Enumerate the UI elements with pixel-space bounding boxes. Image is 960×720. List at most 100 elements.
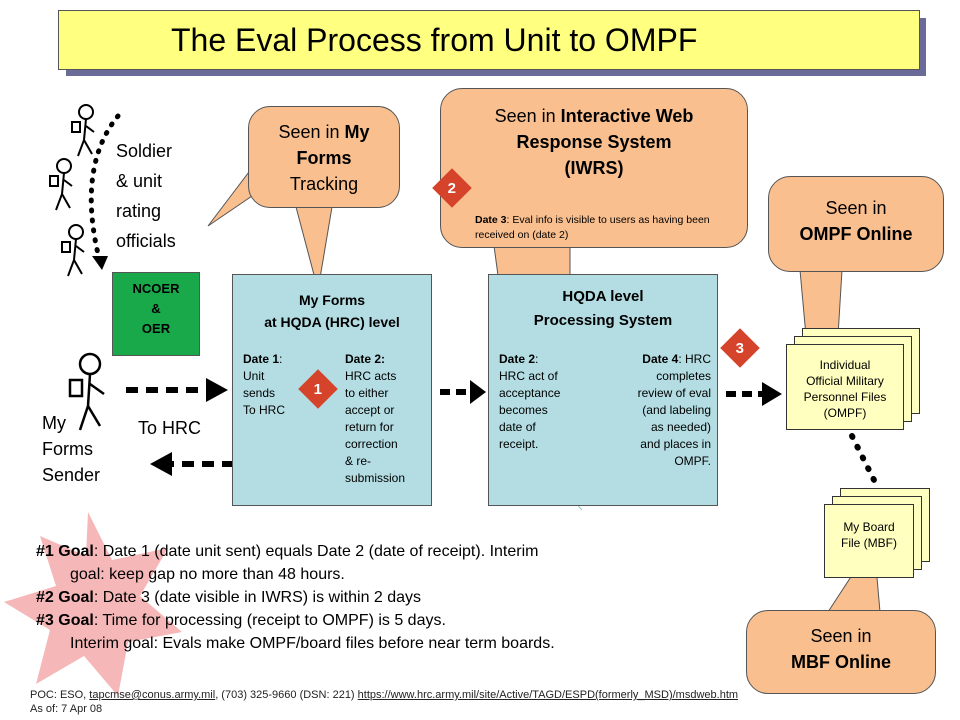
hqda-date4-line: as needed) (650, 420, 711, 434)
hqda-date2-line: becomes (499, 403, 548, 417)
ompf-to-mbf-connector (849, 433, 881, 491)
soldier-arrowhead (92, 256, 108, 270)
box-heading-line: at HQDA (HRC) level (264, 314, 400, 330)
date1-line: To HRC (243, 403, 286, 417)
ncoer-line: OER (141, 321, 171, 336)
callout-my-forms-tracking: Seen in My Forms Tracking (248, 106, 400, 208)
sender-to-box-arrowhead (206, 378, 228, 402)
hqda-date4-line: and places in (640, 437, 711, 451)
goal-3-continuation: Interim goal: Evals make OMPF/board file… (70, 635, 555, 652)
callout-bold-text: OMPF Online (799, 224, 913, 244)
mbf-file-front: My Board File (MBF) (824, 504, 914, 578)
goals-list: #1 Goal: Date 1 (date unit sent) equals … (36, 540, 736, 655)
file-label-line: File (MBF) (841, 536, 897, 550)
hqda-date4-line: review of eval (637, 386, 711, 400)
to-hrc-label: To HRC (138, 418, 202, 438)
file-label-line: Personnel Files (803, 390, 887, 404)
file-label-line: Official Military (806, 374, 884, 388)
goal-3-label: #3 Goal (36, 612, 94, 629)
soldier-label-line: Soldier (116, 141, 173, 161)
callout-ompf-online: Seen in OMPF Online (768, 176, 944, 272)
hqda-date2-line: acceptance (499, 386, 561, 400)
title-banner: The Eval Process from Unit to OMPF (58, 10, 920, 70)
file-label-line: Individual (819, 358, 871, 372)
marker-number: 1 (313, 380, 323, 398)
date2-line: correction (345, 437, 398, 451)
box-heading-line: HQDA level (562, 288, 644, 305)
soldier-label: Soldier & unit rating officials (116, 136, 176, 256)
footer-as-of: As of: 7 Apr 08 (30, 703, 103, 715)
ompf-callout-tail (799, 269, 843, 337)
callout-text: Seen in (494, 106, 561, 126)
hqda-date4-line: completes (656, 369, 711, 383)
goal-2-label: #2 Goal (36, 589, 94, 606)
callout-text: Seen in (825, 198, 887, 218)
callout-mbf-online: Seen in MBF Online (746, 610, 936, 694)
box-heading-line: My Forms (298, 292, 366, 308)
hqda-box-heading: HQDA level Processing System (489, 285, 717, 333)
callout-text: Seen in (810, 626, 872, 646)
hqda-date2-line: receipt. (499, 437, 539, 451)
file-label-line: (OMPF) (823, 406, 867, 420)
soldier-figure-icon (49, 104, 95, 277)
date1-label: Date 1 (243, 352, 280, 366)
date2-line: submission (345, 471, 406, 485)
hqda-date2-line: date of (499, 420, 536, 434)
sender-label-line: Sender (42, 465, 101, 485)
date2-line: accept or (345, 403, 395, 417)
date1-line: Unit (243, 369, 265, 383)
callout-iwrs: Seen in Interactive Web Response System … (440, 88, 748, 248)
date3-text: : Eval info is visible to users as havin… (475, 214, 710, 241)
hqda-date4-column: Date 4: HRC completes review of eval (an… (599, 351, 711, 470)
date2-line: return for (345, 420, 394, 434)
hqda-date4-line: OMPF. (674, 454, 711, 468)
ncoer-oer-box: NCOER & OER (112, 272, 200, 356)
footer-phone: , (703) 325-9660 (DSN: 221) (215, 689, 358, 701)
footer-poc: POC: ESO, (30, 689, 90, 701)
hqda-date4-line: (and labeling (642, 403, 711, 417)
marker-number: 2 (447, 179, 457, 197)
date2-line: & re- (345, 454, 372, 468)
box-heading-line: Processing System (533, 312, 673, 329)
callout-text: Seen in (278, 122, 345, 142)
hqda-to-ompf-arrowhead (762, 382, 782, 406)
callout-bold-text: Response System (516, 132, 672, 152)
return-arrowhead (150, 452, 172, 476)
page-title: The Eval Process from Unit to OMPF (171, 21, 698, 58)
myforms-to-hqda-arrowhead (470, 380, 486, 404)
hqda-date4-line: HRC (685, 352, 711, 366)
file-label-line: My Board (843, 520, 895, 534)
date2-label: Date 2: (345, 352, 386, 366)
goal-1-label: #1 Goal (36, 543, 94, 560)
ompf-file-front: Individual Official Military Personnel F… (786, 344, 904, 430)
date2-column: Date 2: HRC acts to either accept or ret… (345, 351, 433, 487)
callout-bold-text: (IWRS) (564, 158, 624, 178)
date2-line: to either (345, 386, 389, 400)
callout-bold-text: My Forms (296, 122, 370, 168)
date1-column: Date 1: Unit sends To HRC (243, 351, 327, 419)
my-forms-callout-tail-to-bubble (207, 166, 253, 227)
date2-line: HRC acts (345, 369, 397, 383)
footer-url-link[interactable]: https://www.hrc.army.mil/site/Active/TAG… (357, 689, 739, 701)
callout-text: Tracking (289, 174, 359, 194)
footer-email-link[interactable]: tapcmse@conus.army.mil (89, 689, 216, 701)
soldier-label-line: rating (116, 201, 162, 221)
goal-1-text: : Date 1 (date unit sent) equals Date 2 … (93, 543, 539, 560)
callout-bold-text: Interactive Web (560, 106, 694, 126)
date3-label: Date 3 (475, 214, 507, 226)
hqda-process-box: HQDA level Processing System Date 2: HRC… (488, 274, 718, 506)
my-forms-box-heading: My Forms at HQDA (HRC) level (233, 289, 431, 333)
iwrs-date3-note: Date 3: Eval info is visible to users as… (475, 213, 745, 243)
mbf-file-label: My Board File (MBF) (825, 519, 913, 551)
sender-label-line: My (42, 413, 66, 433)
ompf-file-label: Individual Official Military Personnel F… (787, 357, 903, 421)
hqda-date2-line: HRC act of (499, 369, 558, 383)
soldier-label-line: & unit (116, 171, 163, 191)
goal-3-text: : Time for processing (receipt to OMPF) … (93, 612, 446, 629)
footer: POC: ESO, tapcmse@conus.army.mil, (703) … (30, 688, 950, 716)
sender-label: My Forms Sender (42, 410, 100, 488)
sender-figure-icon (68, 352, 105, 431)
marker-number: 3 (735, 339, 745, 357)
soldier-dotted-curve (88, 113, 121, 265)
goal-starburst (4, 512, 182, 696)
